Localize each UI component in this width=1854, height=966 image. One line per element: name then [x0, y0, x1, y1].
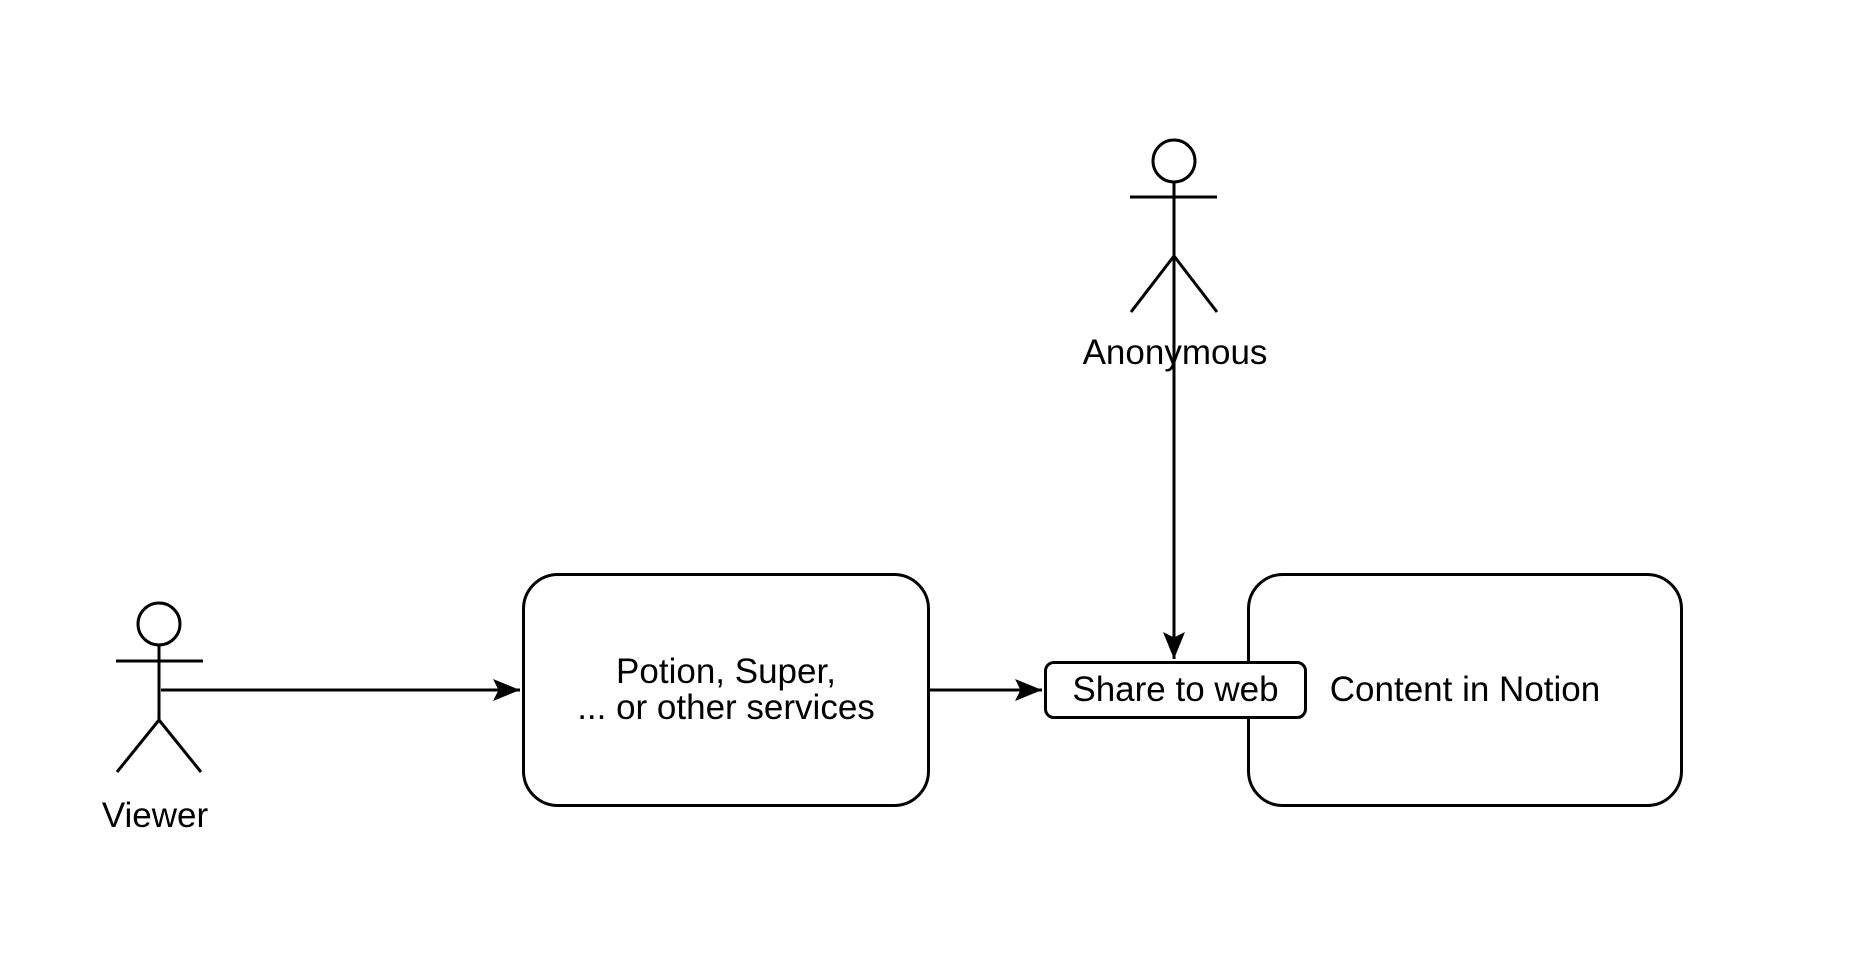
viewer-head [136, 601, 182, 647]
share-to-web-node-label: Share to web [1072, 670, 1279, 709]
services-node-label: Potion, Super, ... or other services [577, 654, 875, 726]
anonymous-actor-figure [1129, 138, 1219, 313]
anonymous-head [1151, 138, 1197, 184]
services-node-label-line2: ... or other services [577, 688, 875, 727]
content-in-notion-node: Content in Notion [1247, 573, 1683, 807]
content-in-notion-node-label: Content in Notion [1329, 670, 1601, 709]
share-to-web-node: Share to web [1044, 661, 1307, 719]
viewer-actor-label: Viewer [101, 796, 209, 835]
services-node: Potion, Super, ... or other services [522, 573, 930, 807]
services-node-label-line1: Potion, Super, [616, 652, 836, 691]
viewer-left-leg [115, 719, 161, 773]
viewer-actor-figure [115, 601, 203, 773]
anonymous-actor-label: Anonymous [1082, 333, 1268, 372]
anonymous-left-leg [1129, 255, 1176, 313]
anonymous-right-leg [1172, 255, 1219, 313]
viewer-right-leg [157, 719, 203, 773]
